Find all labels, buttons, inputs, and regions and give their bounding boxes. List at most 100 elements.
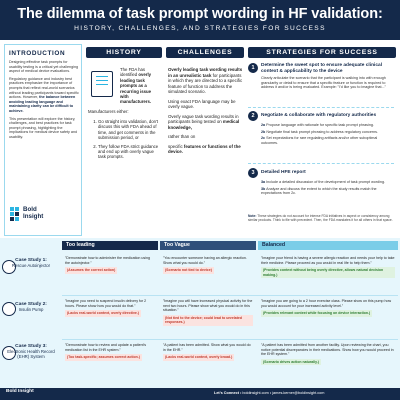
ehr-monitor-icon xyxy=(2,346,16,360)
bold-insight-logo: Bold Insight xyxy=(10,205,70,229)
introduction-text: Designing effective task prompts for usa… xyxy=(9,60,80,143)
example-prompt: "Imagine you will have increased physica… xyxy=(163,299,253,312)
challenges-p1-text: for participants in which they are direc… xyxy=(168,72,243,95)
page-title: The dilemma of task prompt wording in HF… xyxy=(17,6,383,22)
challenges-paragraph-1: Overly leading task wording results in a… xyxy=(168,67,243,95)
column-header-too-leading: Too leading xyxy=(62,241,158,250)
history-list-item: Go straight into validation, don't discu… xyxy=(98,119,160,141)
challenges-text: Overly leading task wording results in a… xyxy=(168,67,243,159)
case-cell-too-vague: "You encounter someone having an allergi… xyxy=(160,254,256,276)
case-cell-too-leading: "Imagine you need to suspend insulin del… xyxy=(62,297,158,319)
step-text: Propose language with rationale for spec… xyxy=(265,123,374,127)
strategy-title: Determine the sweet spot to ensure adequ… xyxy=(261,63,383,74)
divider xyxy=(248,163,394,164)
logo-word-1: Bold xyxy=(23,206,37,213)
case-study-number: Case Study 3: xyxy=(15,344,47,349)
divider xyxy=(248,107,394,108)
history-label: HISTORY xyxy=(86,47,162,58)
case-study-number: Case Study 1: xyxy=(15,258,47,263)
case-study-number: Case Study 2: xyxy=(15,302,47,307)
step-id: 2a xyxy=(261,123,266,127)
feedback-tag: (Provides relevant context while focusin… xyxy=(261,310,373,317)
feedback-tag: (Lacks real-world context, overly direct… xyxy=(65,310,141,317)
intro-paragraph-1: Designing effective task prompts for usa… xyxy=(9,60,79,74)
case-cell-balanced: "Imagine you are going to a 2 hour exerc… xyxy=(258,297,398,319)
row-divider xyxy=(62,339,398,340)
step-id: 2b xyxy=(261,129,266,134)
case-study-label: Case Study 1: Rescue Autoinjector xyxy=(2,258,60,268)
feedback-tag: (Lacks real-world context, overly broad.… xyxy=(163,354,235,361)
step-id: 2c xyxy=(261,136,266,141)
introduction-heading: INTRODUCTION xyxy=(9,50,66,57)
challenges-p3-text: Overly vague task wording results in par… xyxy=(168,113,239,125)
case-cell-too-vague: "Imagine you will have increased physica… xyxy=(160,297,256,328)
contact-details[interactable]: • boldinsight.com • james.kerner@boldins… xyxy=(238,391,325,395)
lets-connect-label: Let's Connect xyxy=(214,391,239,395)
example-prompt: "Imagine your friend is having a severe … xyxy=(261,256,395,265)
footer-logo: Bold Insight xyxy=(6,389,34,394)
feedback-tag: (Scenario not tied to device) xyxy=(163,267,214,274)
example-prompt: "Imagine you are going to a 2 hour exerc… xyxy=(261,299,392,308)
case-cell-balanced: "A patient has been admitted from anothe… xyxy=(258,341,398,367)
column-header-balanced: Balanced xyxy=(258,241,398,250)
row-divider xyxy=(62,295,398,296)
intro-paragraph-3: This presentation will explore the histo… xyxy=(9,116,78,139)
example-prompt: "A patient has been admitted from anothe… xyxy=(261,343,394,356)
case-study-device: Insulin Pump xyxy=(18,307,44,313)
strategies-note: Note: These strategies do not account fo… xyxy=(248,214,396,222)
challenges-label: CHALLENGES xyxy=(166,47,244,58)
challenges-p1-emphasis: Overly leading task wording results in a… xyxy=(168,67,243,78)
strategy-body: 3a Include a detailed discussion of the … xyxy=(261,180,394,198)
case-study-label: Case Study 3: Electronic Health Record (… xyxy=(2,344,60,360)
example-prompt: "You encounter someone having an allergi… xyxy=(163,256,247,265)
book-icon xyxy=(87,66,119,100)
logo-mark-icon xyxy=(10,207,21,222)
intro-paragraph-2: Regulatory guidance and industry best pr… xyxy=(9,77,80,114)
header-banner: The dilemma of task prompt wording in HF… xyxy=(0,0,400,40)
case-studies-section: Too leading Too Vague Balanced Case Stud… xyxy=(0,238,400,388)
strategy-title: Negotiate & collaborate with regulatory … xyxy=(261,113,377,118)
strategy-body: 2a Propose language with rationale for s… xyxy=(261,123,394,147)
example-prompt: "Imagine you need to suspend insulin del… xyxy=(65,299,147,308)
challenges-p5-emphasis: features or functions of the device. xyxy=(168,143,241,155)
step-text: Set expectations for rare regulating art… xyxy=(261,136,378,145)
case-cell-too-leading: "Demonstrate how to review and update a … xyxy=(62,341,158,363)
step-text: Negotiate final task prompt phrasing to … xyxy=(265,129,379,134)
page-subtitle: HISTORY, CHALLENGES, AND STRATEGIES FOR … xyxy=(74,25,326,32)
feedback-tag: (Assumes the correct action) xyxy=(65,267,118,274)
intro-p2-text: Regulatory guidance and industry best pr… xyxy=(9,76,79,100)
strategy-title: Detailed HFE report xyxy=(261,170,306,175)
strategy-step: 2b Negotiate final task prompt phrasing … xyxy=(261,130,394,135)
strategy-number: 3 xyxy=(248,168,258,178)
case-cell-too-leading: "Demonstrate how to administer the medic… xyxy=(62,254,158,276)
step-text: Include a detailed discussion of the dev… xyxy=(265,180,386,184)
strategy-number: 2 xyxy=(248,111,258,121)
column-header-too-vague: Too Vague xyxy=(160,241,256,250)
case-study-label: Case Study 2: Insulin Pump xyxy=(2,302,60,312)
case-study-device: Electronic Health Record (EHR) System xyxy=(7,349,55,360)
footer-contact: Let's Connect • boldinsight.com • james.… xyxy=(214,391,324,395)
step-text: Analyze and discuss the extent to which … xyxy=(261,186,377,196)
strategy-step: 2a Propose language with rationale for s… xyxy=(261,123,394,128)
feedback-tag: (Scenario drives action naturally.) xyxy=(261,358,321,365)
intro-p2-emphasis: the balance between avoiding leading lan… xyxy=(9,95,76,113)
step-id: 3a xyxy=(261,180,266,184)
strategies-label: STRATEGIES FOR SUCCESS xyxy=(248,47,396,58)
feedback-tag: (Too task-specific; assumes correct acti… xyxy=(65,354,142,361)
strategy-step: 2c Set expectations for rare regulating … xyxy=(261,136,394,145)
strategy-number: 1 xyxy=(248,63,258,73)
feedback-tag: (Provides context without being overly d… xyxy=(261,267,395,278)
feedback-tag: (Not tied to the device; could lead to u… xyxy=(163,314,253,326)
example-prompt: "Demonstrate how to administer the medic… xyxy=(65,256,150,265)
case-cell-balanced: "Imagine your friend is having a severe … xyxy=(258,254,398,280)
introduction-panel: INTRODUCTION Designing effective task pr… xyxy=(4,44,82,236)
history-manufacturers: Manufacturers either: xyxy=(88,109,129,114)
challenges-p5-text: specific xyxy=(168,143,184,149)
footer-bar: Bold Insight Let's Connect • boldinsight… xyxy=(0,388,400,400)
strategy-step: 3a Include a detailed discussion of the … xyxy=(261,180,394,185)
challenges-section: CHALLENGES Overly leading task wording r… xyxy=(164,47,244,237)
autoinjector-icon xyxy=(2,260,16,274)
history-lead-emphasis: overly leading task prompts as a recurri… xyxy=(120,72,152,105)
history-lead-text: The FDA has identified xyxy=(120,67,146,78)
strategy-step: 3b Analyze and discuss the extent to whi… xyxy=(261,187,394,196)
